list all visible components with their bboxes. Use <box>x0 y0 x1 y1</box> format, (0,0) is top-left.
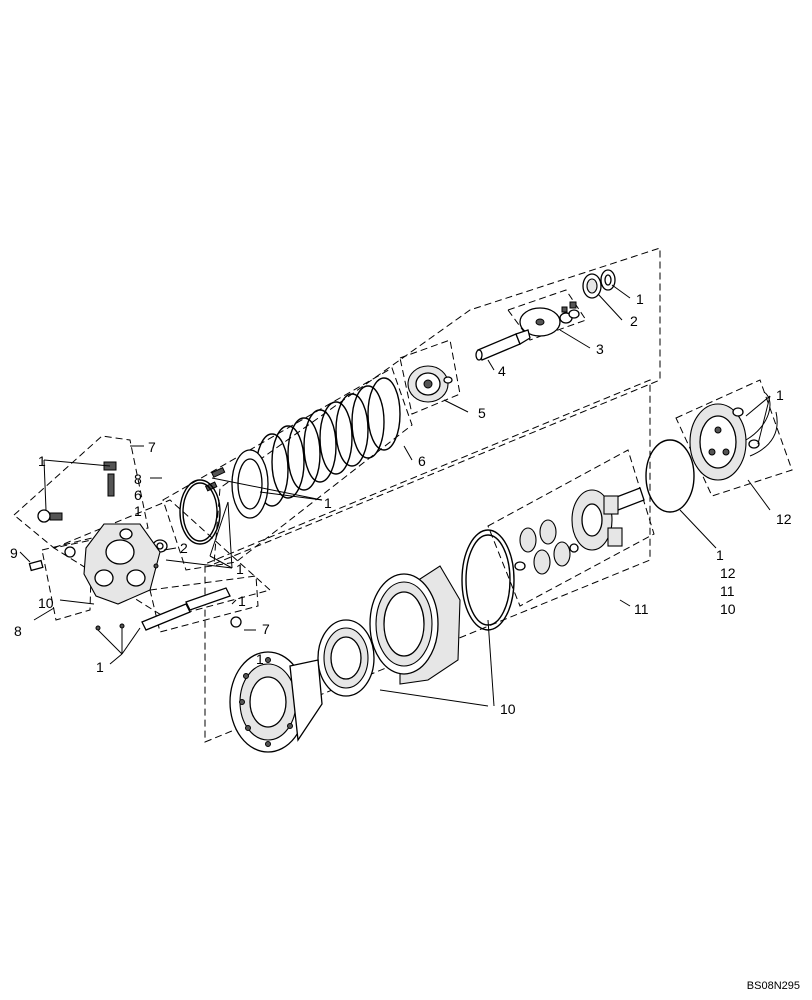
callout-stack-left-8: 8 <box>134 471 142 487</box>
callout-12-cover: 12 <box>776 511 792 527</box>
end-cover-part <box>689 391 778 481</box>
group-5-frame <box>399 339 461 415</box>
bearing-part <box>582 273 602 299</box>
group-7-bottom-frame <box>149 575 259 633</box>
callout-1-seal: 1 <box>636 291 644 307</box>
large-o-ring-part <box>179 479 221 545</box>
callout-1-valve-b: 1 <box>256 651 264 667</box>
callout-5-planetary-gear: 5 <box>478 405 486 421</box>
motor-block-part <box>28 461 242 631</box>
callout-1-lower-left: 1 <box>96 659 104 675</box>
drawing-code: BS08N295 <box>746 980 800 992</box>
callout-10-housing: 10 <box>500 701 516 717</box>
planetary-carrier-part <box>514 487 645 575</box>
group-6-frame <box>162 367 413 571</box>
callout-1-upper-left: 1 <box>38 453 46 469</box>
callout-2-washer: 2 <box>180 540 188 556</box>
callout-8: 8 <box>14 623 22 639</box>
hub-flange-part <box>229 651 323 753</box>
seal-ring-part <box>600 269 616 291</box>
lower-assembly-frame <box>204 379 651 743</box>
callout-9: 9 <box>10 545 18 561</box>
group-11-frame <box>487 449 655 607</box>
carrier-plate-part <box>519 301 580 337</box>
ring-gear-housing-part <box>369 565 461 685</box>
callout-7-top: 7 <box>148 439 156 455</box>
callout-4-shaft: 4 <box>498 363 506 379</box>
clutch-disc-pack <box>255 377 401 507</box>
callout-stack-right-12: 12 <box>720 565 736 581</box>
leader-lines <box>19 284 771 707</box>
callout-stack-right-10: 10 <box>720 601 736 617</box>
callout-6-disc-pack: 6 <box>418 453 426 469</box>
callout-2-bearing: 2 <box>630 313 638 329</box>
callout-3-carrier-plate: 3 <box>596 341 604 357</box>
housing-o-ring-part <box>461 529 515 631</box>
drive-shaft-part <box>475 329 531 361</box>
planetary-gear-part <box>407 365 453 403</box>
callout-10-motor: 10 <box>38 595 54 611</box>
group-10-frame <box>41 537 93 621</box>
callout-stack-right-11: 11 <box>720 583 735 599</box>
group-7-top-frame <box>13 435 149 549</box>
callout-stack-left-6: 6 <box>134 487 142 503</box>
callout-11-carrier: 11 <box>634 601 649 617</box>
cover-o-ring-part <box>645 439 695 513</box>
callouts: 1 2 3 4 5 6 1 1 7 8 6 1 2 1 9 10 8 1 7 1… <box>10 291 792 717</box>
callout-1-valve-a: 1 <box>238 593 246 609</box>
callout-7-bottom: 7 <box>262 621 270 637</box>
main-bearing-part <box>317 619 375 697</box>
brake-piston-part <box>204 449 269 519</box>
callout-stack-left-1: 1 <box>134 503 142 519</box>
callout-1-piston: 1 <box>236 561 244 577</box>
callout-1-disc-pack: 1 <box>324 495 332 511</box>
callout-stack-right-1: 1 <box>716 547 724 563</box>
callout-1-cover: 1 <box>776 387 784 403</box>
